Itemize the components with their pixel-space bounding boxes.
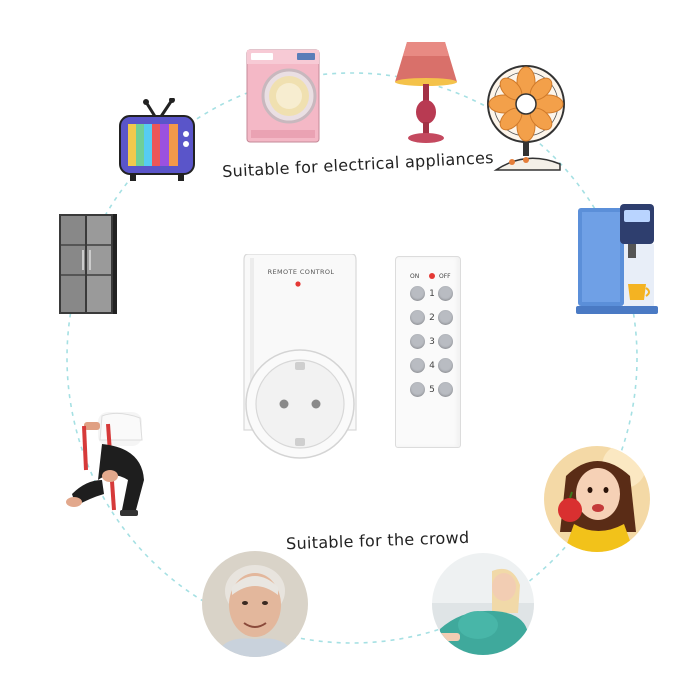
remote-off-button-4[interactable]: [438, 358, 453, 373]
pregnant-woman-photo: [432, 553, 534, 655]
refrigerator-icon: [59, 214, 117, 314]
lamp-icon: [395, 42, 457, 143]
remote-off-label: OFF: [439, 273, 451, 280]
remote-channel-5: 5: [429, 385, 435, 395]
remote-socket: [243, 254, 357, 459]
remote-on-label: ON: [410, 273, 420, 280]
remote-off-button-1[interactable]: [438, 286, 453, 301]
child-photo: [544, 446, 650, 552]
remote-on-button-1[interactable]: [410, 286, 425, 301]
remote-control: [395, 256, 461, 448]
socket-label: REMOTE CONTROL: [267, 268, 335, 276]
remote-on-button-2[interactable]: [410, 310, 425, 325]
remote-channel-3: 3: [429, 337, 435, 347]
elderly-man-photo: [202, 551, 308, 657]
fan-icon: [487, 65, 565, 171]
remote-channel-4: 4: [429, 361, 435, 371]
remote-off-button-2[interactable]: [438, 310, 453, 325]
tv-icon: [119, 98, 195, 181]
remote-channel-1: 1: [429, 289, 435, 299]
remote-on-button-3[interactable]: [410, 334, 425, 349]
washing-machine-icon: [246, 49, 320, 143]
injured-person-photo: [66, 412, 144, 516]
remote-off-button-5[interactable]: [438, 382, 453, 397]
water-dispenser-icon: [576, 204, 658, 314]
remote-on-button-5[interactable]: [410, 382, 425, 397]
remote-off-button-3[interactable]: [438, 334, 453, 349]
remote-on-button-4[interactable]: [410, 358, 425, 373]
remote-channel-2: 2: [429, 313, 435, 323]
remote-led: [429, 273, 435, 279]
